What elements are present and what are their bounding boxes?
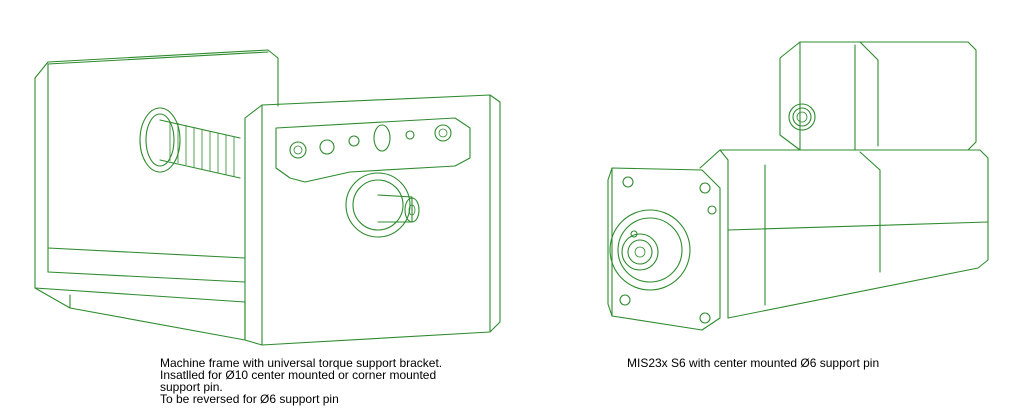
frame-back-plate: [34, 49, 279, 303]
motor-controller-box: [779, 41, 977, 151]
left-caption-line-3: support pin.: [160, 380, 223, 394]
motor-shaft: [609, 209, 691, 291]
left-caption-line-1: Machine frame with universal torque supp…: [160, 356, 443, 370]
left-caption-line-4: To be reversed for Ø6 support pin: [160, 392, 339, 406]
motor-connector: [788, 103, 816, 131]
motor-body: [699, 149, 989, 319]
support-pin-boss: [345, 172, 420, 238]
front-bracket-plate: [244, 94, 501, 346]
motor-front-flange: [607, 167, 721, 331]
threaded-rod: [139, 107, 241, 179]
left-caption: Machine frame with universal torque supp…: [160, 357, 490, 405]
left-caption-line-2: Insatlled for Ø10 center mounted or corn…: [160, 368, 437, 382]
right-caption: MIS23x S6 with center mounted Ø6 support…: [627, 356, 880, 370]
